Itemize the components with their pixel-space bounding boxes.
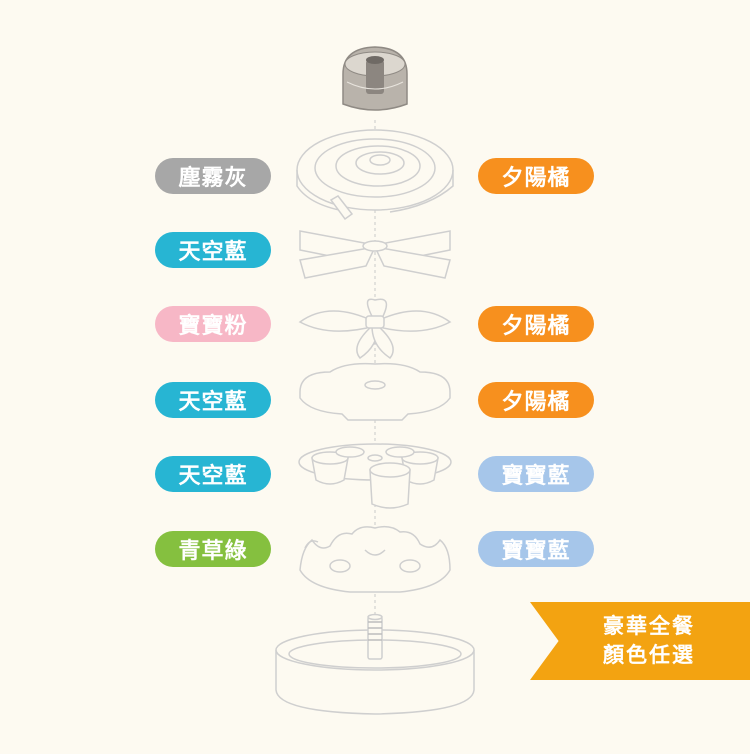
propeller-layer [298, 298, 452, 359]
label-disc-right: 夕陽橘 [478, 382, 594, 418]
label-cross-left: 天空藍 [155, 232, 271, 268]
cross-blade-layer [299, 230, 451, 279]
label-top-right: 夕陽橘 [478, 158, 594, 194]
promo-banner-line2: 顏色任選 [603, 643, 695, 667]
top-cap-part [342, 46, 408, 111]
label-wavy-right: 寶寶藍 [478, 531, 594, 567]
label-disc-left: 天空藍 [155, 382, 271, 418]
promo-banner: 豪華全餐 顏色任選 [530, 602, 750, 680]
label-cups-left: 天空藍 [155, 456, 271, 492]
label-propeller-right: 夕陽橘 [478, 306, 594, 342]
wavy-insert-layer [299, 525, 451, 593]
promo-banner-line1: 豪華全餐 [603, 614, 695, 638]
label-propeller-left: 寶寶粉 [155, 306, 271, 342]
label-cups-right: 寶寶藍 [478, 456, 594, 492]
spiral-maze-layer [296, 129, 454, 221]
base-bowl [275, 613, 475, 715]
label-top-left: 塵霧灰 [155, 158, 271, 194]
cups-layer [298, 443, 452, 509]
flower-disc-layer [299, 362, 451, 421]
label-wavy-left: 青草綠 [155, 531, 271, 567]
